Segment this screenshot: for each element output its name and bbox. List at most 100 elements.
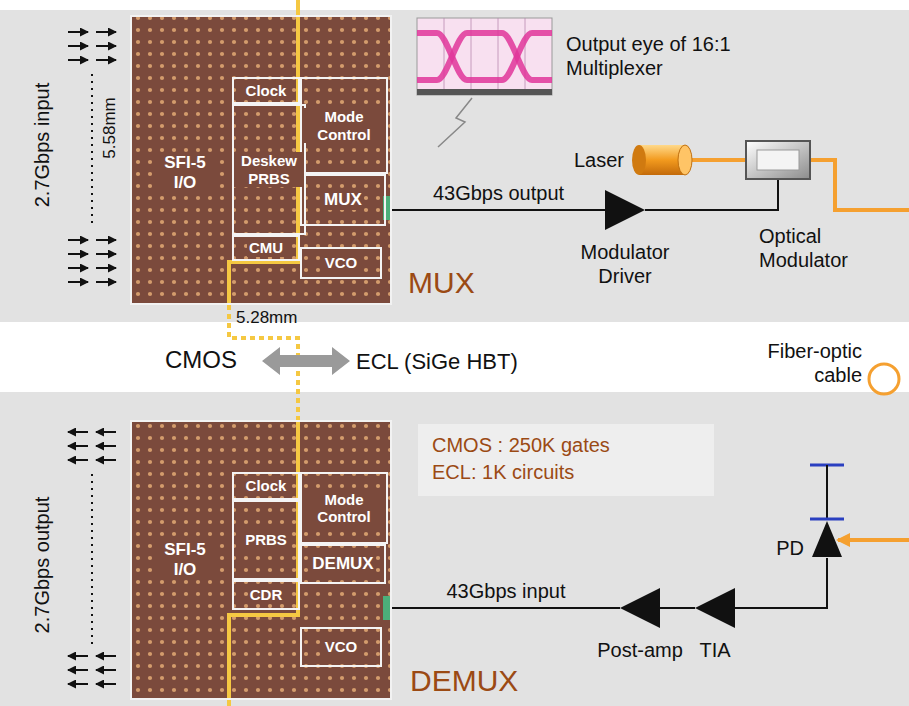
node-text: Mode Control: [302, 108, 386, 143]
circuit-block: MUX: [300, 174, 386, 226]
chip-die: SFI-5 I/O ClockMode ControlDeskew PRBS MUX…: [130, 15, 392, 305]
eye-screen: [417, 18, 552, 95]
amplifier-triangle: [620, 588, 660, 628]
node-text: SFI-5 I/O: [152, 153, 218, 192]
text-group: Deskew PRBS: [234, 152, 304, 187]
text-group: VCO: [323, 254, 360, 271]
node-text: Clock: [244, 82, 289, 99]
text-group: Modulator Driver: [568, 240, 683, 288]
node-text: PD: [776, 536, 804, 560]
mod-symbol: [745, 140, 811, 180]
node-text: Output eye of 16:1 Multiplexer: [566, 32, 731, 80]
fiber-coil: Fiber-optic cable: [866, 361, 902, 397]
text-group: DEMUX: [310, 554, 375, 574]
fiber-ring: [869, 364, 899, 394]
pd-symbol: [808, 516, 846, 558]
tia-amplifier: TIA: [695, 588, 735, 628]
node-text: CDR: [248, 586, 285, 603]
node-text: MUX: [322, 190, 364, 210]
text-group: Laser: [574, 148, 624, 172]
bias-wire: [826, 465, 828, 518]
post-amplifier: Post-amp: [620, 588, 660, 628]
eye-status-bar: [417, 89, 552, 95]
eye-grid: [525, 18, 526, 95]
node-text: Clock: [244, 477, 289, 494]
ring-symbol: [866, 361, 902, 397]
node-text: Deskew PRBS: [234, 152, 304, 187]
technology-label: CMOS: [165, 346, 237, 374]
demux-panel: [0, 392, 909, 706]
connector: [392, 209, 605, 211]
photodiode: PD: [808, 516, 846, 558]
text-group: MUX: [322, 190, 364, 210]
signal-label: 43Gbps output: [430, 182, 567, 205]
technology-label: ECL (SiGe HBT): [356, 349, 518, 374]
node-text: DEMUX: [310, 554, 375, 574]
eye-diagram: Output eye of 16:1 Multiplexer: [417, 18, 552, 95]
note-box: CMOS : 250K gatesECL: 1K circuits: [418, 424, 714, 496]
node-text: Mode Control: [302, 491, 386, 526]
chip-title: MUX: [408, 266, 475, 301]
text-group: Post-amp: [597, 638, 683, 662]
text-group: PRBS: [243, 531, 289, 548]
fiber-in: [838, 538, 909, 542]
laser: Laser: [632, 143, 692, 177]
text-group: SFI-5 I/O: [152, 540, 218, 579]
signal-label: 43Gbps input: [444, 580, 569, 603]
circuit-block: Clock: [232, 472, 300, 500]
node-text: Fiber-optic cable: [742, 339, 862, 387]
circuit-block: VCO: [300, 247, 382, 279]
text-group: SFI-5 I/O: [152, 153, 218, 192]
amplifier-triangle: [695, 588, 735, 628]
modulator-body: [746, 141, 810, 179]
optical-modulator: Optical Modulator: [745, 140, 811, 180]
circuit-block: CDR: [232, 580, 300, 610]
diode-triangle: [812, 521, 842, 557]
text-group: CMOS : 250K gatesECL: 1K circuits: [432, 432, 700, 486]
connector: [735, 558, 827, 608]
bus-label: 2.7Gbps output: [31, 497, 54, 634]
connector: [392, 607, 620, 609]
bus-ellipsis: [91, 74, 93, 228]
node-text: TIA: [699, 638, 730, 662]
circuit-block: VCO: [300, 627, 382, 667]
chip-title: DEMUX: [410, 664, 518, 699]
node-text: Post-amp: [597, 638, 683, 662]
circuit-block: Mode Control: [300, 472, 388, 544]
laser-end: [632, 145, 646, 175]
node-text: ECL: 1K circuits: [432, 459, 700, 486]
node-text: CMOS : 250K gates: [432, 432, 700, 459]
leader-line: [438, 98, 472, 147]
text-group: CDR: [248, 586, 285, 603]
driver-amplifier: Modulator Driver: [605, 190, 645, 230]
connector: [692, 158, 745, 162]
output-arrows: [68, 432, 116, 684]
fiber-out: [811, 160, 909, 210]
eye-trace: [417, 33, 552, 80]
circuit-block: Deskew PRBS: [232, 104, 306, 235]
triR-symbol: [605, 190, 645, 230]
dimension: 5.58mm: [100, 97, 120, 158]
text-group: Clock: [244, 477, 289, 494]
connector: [645, 180, 778, 210]
text-group: Mode Control: [302, 491, 386, 526]
bus-ellipsis: [91, 474, 93, 644]
node-text: VCO: [323, 638, 360, 655]
circuit-block: DEMUX: [300, 544, 386, 584]
laser-end: [678, 145, 692, 175]
node-text: VCO: [323, 254, 360, 271]
circuit-block: CMU: [232, 235, 300, 261]
eye-grid: [498, 18, 499, 95]
laser-symbol: [632, 143, 692, 177]
amplifier-triangle: [605, 190, 645, 230]
text-group: Output eye of 16:1 Multiplexer: [566, 32, 731, 80]
text-group: Mode Control: [302, 108, 386, 143]
eye-trace: [417, 33, 552, 80]
mux-panel: [0, 10, 909, 322]
demux-die-photo: [130, 420, 392, 700]
circuit-block: Clock: [232, 77, 300, 104]
text-group: Clock: [244, 82, 289, 99]
circuit-block: PRBS: [232, 500, 300, 580]
triL-symbol: [620, 588, 660, 628]
